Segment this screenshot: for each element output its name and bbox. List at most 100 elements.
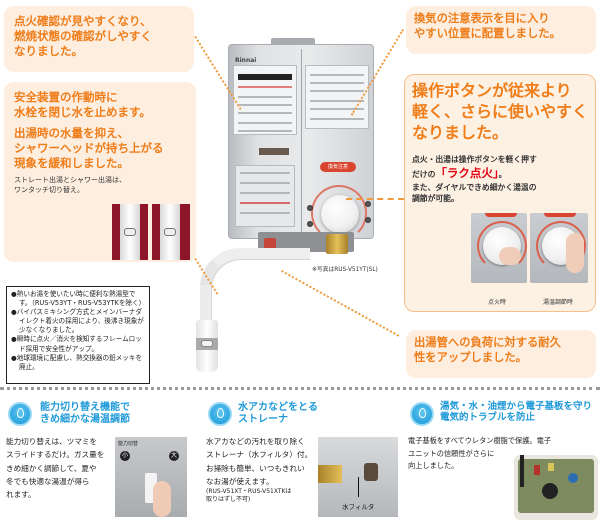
title-line: 水アカなどをとる — [238, 402, 318, 413]
note-item: 瞬時に点火／消火を検知するフレームロッド採用で安全性がアップ。 — [11, 335, 145, 353]
note-item: バイパスミキシング方式とメインバーナダイレクト着火の採用により、後沸き現象が少な… — [11, 308, 145, 335]
title-line: 能力切り替え機能で — [40, 402, 130, 413]
callout-line: 出湯時の水量を抑え、 — [14, 125, 129, 140]
callout-line: 性をアップしました。 — [414, 350, 527, 364]
gas-valve — [264, 238, 276, 250]
feature-title-circuit: 湯気・水・油煙から電子基板を守り 電気的トラブルを防止 — [440, 401, 593, 424]
nozzle-shape — [160, 204, 180, 260]
body-line: 水アカなどの汚れを取り除く — [206, 437, 305, 446]
capacitor — [568, 473, 578, 483]
left-caution-label — [233, 65, 297, 135]
callout-safety-water: 安全装置の作動時に 水栓を閉じ水を止めます。 出湯時の水量を抑え、 シャワーヘッ… — [4, 82, 196, 262]
shower-toggle-button[interactable] — [201, 340, 213, 347]
leader-line — [346, 198, 404, 200]
label-line — [310, 118, 364, 120]
headline-line: 軽く、さらに使いやすく — [412, 102, 589, 122]
callout-line: 出湯管への負荷に対する耐久 — [414, 336, 561, 349]
label-line — [238, 96, 292, 98]
callout-line: 燃焼状態の確認がしやすく — [14, 28, 152, 43]
callout-line: なりました。 — [14, 43, 83, 58]
dial-ring — [536, 221, 586, 271]
label-line — [310, 108, 364, 110]
body-line: ユニットの信頼性がさらに — [408, 448, 495, 458]
hose-lower-section — [200, 285, 211, 325]
note-line: (RUS-V51XT・RUS-V51XTKは — [206, 488, 292, 496]
nozzle-note-line: ストレート出湯とシャワー出湯は、 — [14, 175, 126, 184]
nozzle-button — [124, 228, 136, 236]
right-caution-label — [305, 65, 369, 129]
antenna-wire — [520, 455, 524, 487]
callout-line: やすい位置に配置しました。 — [414, 26, 561, 40]
water-filter-label: 水フィルタ — [342, 503, 375, 511]
label-line — [240, 192, 290, 194]
callout-line: シャワーヘッドが持ち上がる — [14, 140, 164, 155]
operation-headline: 操作ボタンが従来より 軽く、さらに使いやすく なりました。 — [412, 80, 588, 143]
label-line — [310, 90, 364, 92]
water-inlet-fitting — [326, 234, 348, 254]
capacity-switch-photo: 能力切替 小 大 — [115, 437, 187, 517]
label-line — [240, 182, 290, 184]
finger-shape — [499, 247, 521, 265]
brass-fitting — [318, 465, 342, 483]
lamp-label — [235, 165, 295, 227]
body-line: 点火・出湯は操作ボタンを軽く押す — [412, 155, 537, 164]
label-line — [240, 172, 290, 174]
straight-nozzle-photo — [112, 204, 148, 260]
strainer-photo: 水フィルタ — [318, 437, 398, 517]
section-separator — [0, 387, 600, 390]
body-line: きめ細かく調節して、夏や — [6, 463, 97, 473]
feature-body-circuit: 電子基板をすべてウレタン樹脂で保護。電子 ユニットの信頼性がさらに 向上しました… — [408, 435, 551, 473]
photo-note: ※写真はRUS-V51YT(SL) — [312, 267, 378, 273]
brand-logo: Rinnai — [235, 57, 257, 64]
feature-title-capacity: 能力切り替え機能で きめ細かな湯温調節 — [40, 402, 130, 425]
note-item: 熱いお湯を使いたい時に便利な熱湯型です。（RUS-V53YT・RUS-V53YT… — [11, 290, 145, 308]
callout-line: 点火確認が見やすくなり、 — [14, 14, 152, 28]
label-line — [310, 100, 364, 102]
body-text: 。 — [498, 170, 507, 180]
headline-line: なりました。 — [412, 123, 509, 143]
body-line: 能力切り替えは、ツマミを — [6, 437, 98, 446]
body-line: 電子基板をすべてウレタン樹脂で保護。電子 — [408, 436, 551, 445]
switch-header-label: 能力切替 — [118, 441, 139, 447]
temperature-dial[interactable] — [321, 195, 359, 233]
dial-photo-temp-adjust — [530, 213, 588, 283]
callout-ignition-visibility: 点火確認が見やすくなり、 燃焼状態の確認がしやすく なりました。 — [4, 6, 194, 72]
warning-label-shape — [544, 213, 576, 217]
callout-line: 換気の注意表示を目に入り — [414, 12, 550, 25]
title-line: ストレーナ — [238, 413, 288, 425]
water-filter-part — [364, 463, 378, 481]
screw-icon — [307, 221, 313, 227]
finger-shape — [566, 233, 584, 273]
headline-line: 操作ボタンが従来より — [412, 81, 572, 100]
feature-body-capacity: 能力切り替えは、ツマミを スライドするだけ。ガス量を きめ細かく調節して、夏や … — [6, 435, 104, 501]
label-line — [238, 112, 292, 114]
title-line: 湯気・水・油煙から電子基板を守り — [440, 401, 593, 412]
water-drop-icon — [208, 402, 232, 426]
label-line — [238, 86, 292, 88]
finger-shape — [153, 481, 171, 517]
flame-window — [259, 148, 289, 155]
screw-icon — [307, 205, 313, 211]
body-line: また、ダイヤルできめ細かく湯温の — [412, 182, 537, 192]
callout-line: 水栓を閉じ水を止めます。 — [14, 104, 151, 119]
shower-head — [196, 320, 218, 372]
nozzle-note-line: ワンタッチ切り替え。 — [14, 185, 84, 194]
heater-top-vent — [271, 38, 315, 46]
title-line: 電気的トラブルを防止 — [440, 411, 536, 423]
feature-notes-box: 熱いお湯を使いたい時に便利な熱湯型です。（RUS-V53YT・RUS-V53YT… — [6, 286, 150, 384]
circuit-board-photo — [514, 455, 598, 520]
body-line: ストレーナ（水フィルタ）付。 — [206, 450, 313, 460]
title-line: きめ細かな湯温調節 — [40, 413, 130, 425]
caption-temp-adjust: 湯温調節時 — [543, 299, 574, 306]
nozzle-shape — [120, 204, 140, 260]
buzzer — [542, 483, 558, 499]
label-line — [240, 202, 290, 204]
flexible-outlet-hose — [200, 248, 310, 328]
callout-ventilation-notice: 換気の注意表示を目に入り やすい位置に配置しました。 — [406, 6, 596, 54]
label-line — [240, 212, 290, 214]
water-drop-icon — [410, 402, 434, 426]
body-line: お掃除も簡単、いつもきれい — [206, 463, 305, 473]
label-line — [238, 130, 292, 132]
label-header-bar — [238, 74, 292, 80]
capacitor — [548, 463, 554, 471]
